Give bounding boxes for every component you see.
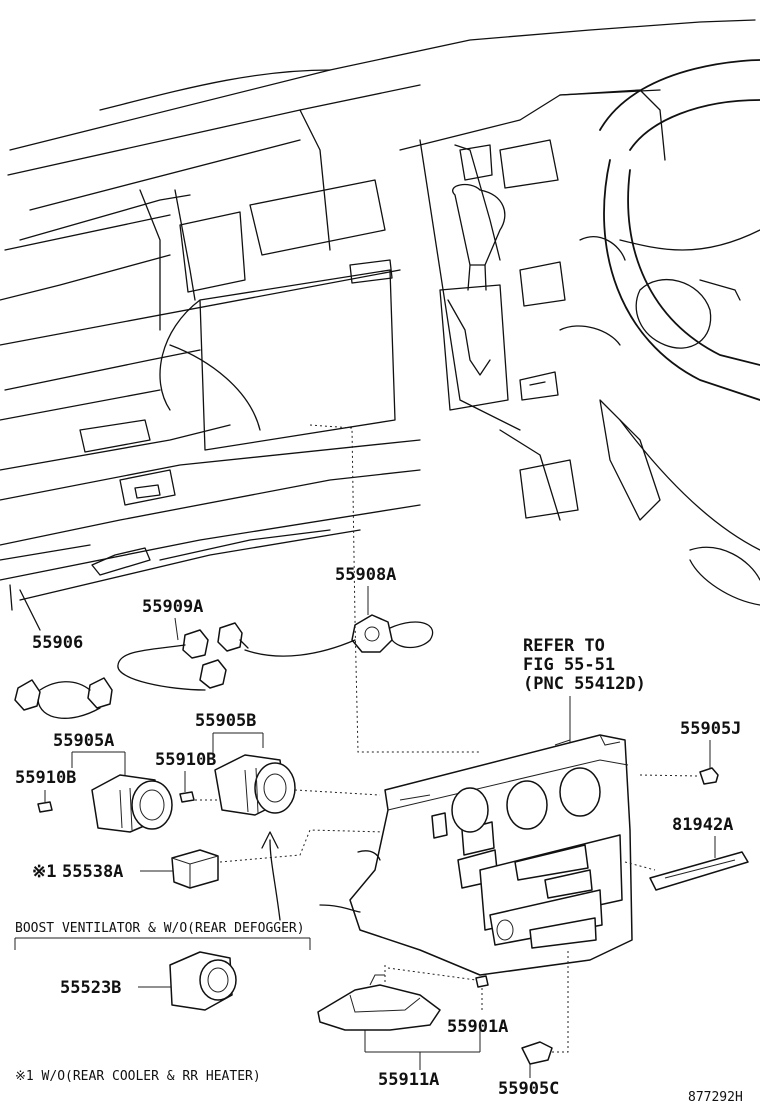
label-55906: 55906 xyxy=(32,633,83,653)
part-55910B-left[interactable]: 55910B xyxy=(15,768,76,813)
label-55910B-mid: 55910B xyxy=(155,750,216,770)
dashboard-outline xyxy=(0,19,760,631)
part-55906[interactable]: 55906 xyxy=(14,633,113,719)
part-55905B[interactable]: 55905B xyxy=(190,711,381,816)
label-55908A: 55908A xyxy=(335,565,396,585)
part-55905A[interactable]: 55905A xyxy=(53,731,173,833)
footnote-text: ※1 W/O(REAR COOLER & RR HEATER) xyxy=(15,1069,261,1084)
refer-note: REFER TO FIG 55-51 (PNC 55412D) xyxy=(523,636,646,742)
label-55905J: 55905J xyxy=(680,719,741,739)
part-55910B-mid[interactable]: 55910B xyxy=(155,750,216,803)
label-55911A: 55911A xyxy=(378,1070,439,1090)
figure-code: 877292H xyxy=(688,1090,743,1105)
note-mark: ※1 xyxy=(32,862,56,882)
leader-dashboard-to-panel xyxy=(309,424,480,753)
part-55908A[interactable]: 55908A xyxy=(244,565,434,657)
part-55905J[interactable]: 55905J xyxy=(639,719,741,785)
part-55909A[interactable]: 55909A xyxy=(117,597,249,691)
label-55905B: 55905B xyxy=(195,711,256,731)
label-81942A: 81942A xyxy=(672,815,733,835)
part-55905C[interactable]: 55905C xyxy=(498,950,569,1099)
label-55523B: 55523B xyxy=(60,978,121,998)
arrow-head xyxy=(261,831,279,849)
center-cluster-panel[interactable] xyxy=(319,734,633,976)
label-55910B-left: 55910B xyxy=(15,768,76,788)
part-55911A[interactable]: 55911A xyxy=(317,965,481,1090)
part-55538A[interactable]: ※1 55538A xyxy=(32,829,386,889)
refer-line3: (PNC 55412D) xyxy=(523,674,646,694)
label-55905A: 55905A xyxy=(53,731,114,751)
label-55905C: 55905C xyxy=(498,1079,559,1099)
label-55538A: 55538A xyxy=(62,862,123,882)
part-81942A[interactable]: 81942A xyxy=(624,815,749,891)
refer-line2: FIG 55-51 xyxy=(523,655,615,675)
label-55909A: 55909A xyxy=(142,597,203,617)
refer-line1: REFER TO xyxy=(523,636,605,656)
arrow-shaft xyxy=(269,839,281,921)
boost-ventilator-note: BOOST VENTILATOR & W/O(REAR DEFOGGER) xyxy=(14,831,311,950)
part-55523B[interactable]: 55523B xyxy=(60,951,237,1011)
label-55901A: 55901A xyxy=(447,1017,508,1037)
boost-note-text: BOOST VENTILATOR & W/O(REAR DEFOGGER) xyxy=(15,921,305,936)
part-55901A[interactable]: 55901A xyxy=(387,967,508,1037)
